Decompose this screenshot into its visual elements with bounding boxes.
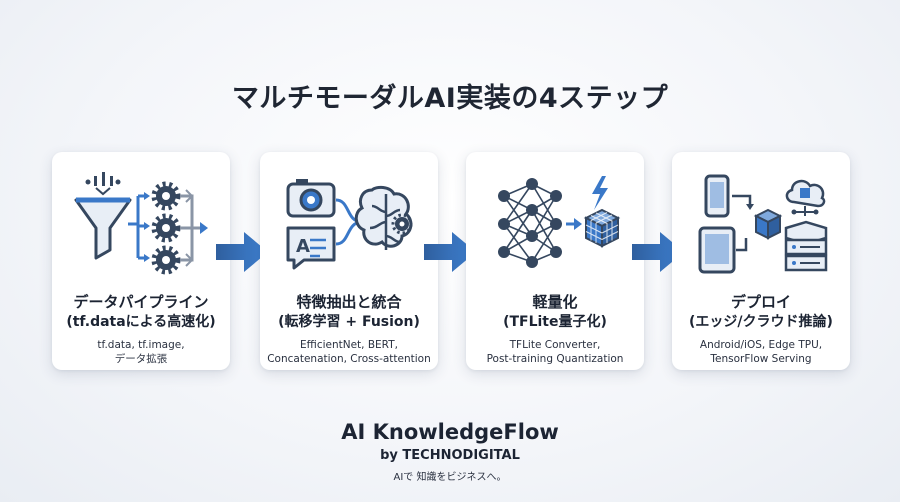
- step-description-line: tf.data, tf.image,: [97, 339, 185, 351]
- arrow-right-icon: [216, 232, 268, 272]
- arrow-right-icon: [632, 232, 684, 272]
- step-subtitle: (TFLite量子化): [503, 314, 607, 330]
- step-name: 特徴抽出と統合: [296, 293, 402, 311]
- step-description: tf.data, tf.image, データ拡張: [56, 338, 226, 366]
- step-description-line: EfficientNet, BERT,: [300, 339, 398, 351]
- funnel-gears-icon: [52, 166, 230, 284]
- step-subtitle: (転移学習 + Fusion): [278, 314, 420, 330]
- step-name: デプロイ: [730, 293, 791, 311]
- step-subtitle: (tf.dataによる高速化): [66, 314, 216, 330]
- page-title: マルチモーダルAI実装の4ステップ: [231, 83, 669, 114]
- network-cube-icon: [466, 166, 644, 284]
- step-card-feature-extraction: A 特徴抽出と統合 (転移学習 + Fusion) EfficientNet, …: [260, 152, 438, 370]
- step-description-line: TensorFlow Serving: [710, 353, 812, 365]
- devices-cloud-server-icon: [672, 166, 850, 284]
- step-description: TFLite Converter, Post-training Quantiza…: [470, 338, 640, 366]
- step-name: データパイプライン: [73, 293, 209, 311]
- step-description-line: データ拡張: [114, 353, 168, 365]
- camera-text-brain-icon: A: [260, 166, 438, 284]
- step-description-line: Android/iOS, Edge TPU,: [699, 339, 823, 351]
- brand-byline: by TECHNODIGITAL: [380, 448, 520, 463]
- arrow-right-icon: [424, 232, 476, 272]
- svg-text:A: A: [296, 236, 310, 257]
- step-description: Android/iOS, Edge TPU, TensorFlow Servin…: [676, 338, 846, 366]
- step-description-line: TFLite Converter,: [509, 339, 601, 351]
- step-name: 軽量化: [532, 293, 578, 311]
- step-description-line: Concatenation, Cross-attention: [267, 353, 431, 365]
- step-description-line: Post-training Quantization: [486, 353, 624, 365]
- brand-tagline: AIで 知識をビジネスへ。: [393, 472, 507, 483]
- step-card-data-pipeline: データパイプライン (tf.dataによる高速化) tf.data, tf.im…: [52, 152, 230, 370]
- step-subtitle: (エッジ/クラウド推論): [689, 314, 833, 330]
- brand-name: AI KnowledgeFlow: [341, 420, 559, 444]
- step-card-deploy: デプロイ (エッジ/クラウド推論) Android/iOS, Edge TPU,…: [672, 152, 850, 370]
- step-description: EfficientNet, BERT, Concatenation, Cross…: [264, 338, 434, 366]
- step-card-lightweight: 軽量化 (TFLite量子化) TFLite Converter, Post-t…: [466, 152, 644, 370]
